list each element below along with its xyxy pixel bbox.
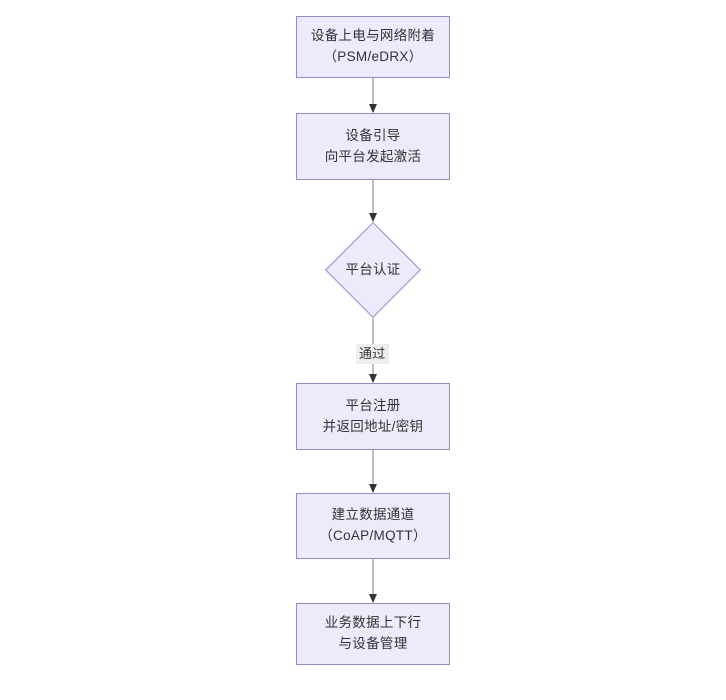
node-text-line: 平台认证 bbox=[345, 261, 401, 277]
node-label: 平台认证 bbox=[345, 260, 400, 281]
node-text-line: （CoAP/MQTT） bbox=[319, 528, 427, 543]
process-node-n1[interactable]: 设备上电与网络附着 （PSM/eDRX） bbox=[296, 16, 450, 78]
node-text-line: 与设备管理 bbox=[338, 636, 408, 651]
decision-node-n3[interactable]: 平台认证 bbox=[325, 222, 421, 318]
node-text-line: （PSM/eDRX） bbox=[323, 49, 423, 64]
process-node-n4[interactable]: 平台注册并返回地址/密钥 bbox=[296, 383, 450, 450]
edge-label-e3: 通过 bbox=[356, 344, 389, 365]
node-text-line: 业务数据上下行 bbox=[324, 615, 422, 631]
process-node-n6[interactable]: 业务数据上下行与设备管理 bbox=[296, 603, 450, 665]
node-text-line: 设备引导 bbox=[345, 127, 401, 143]
process-node-n5[interactable]: 建立数据通道 （CoAP/MQTT） bbox=[296, 493, 450, 559]
process-node-n2[interactable]: 设备引导向平台发起激活 bbox=[296, 113, 450, 180]
diamond-shape bbox=[325, 222, 421, 318]
node-text-line: 建立数据通道 bbox=[331, 507, 415, 523]
node-text-line: 并返回地址/密钥 bbox=[322, 418, 424, 434]
node-text-line: 平台注册 bbox=[345, 397, 401, 413]
node-text-line: 设备上电与网络附着 bbox=[310, 28, 436, 44]
node-text-line: 向平台发起激活 bbox=[324, 148, 422, 164]
